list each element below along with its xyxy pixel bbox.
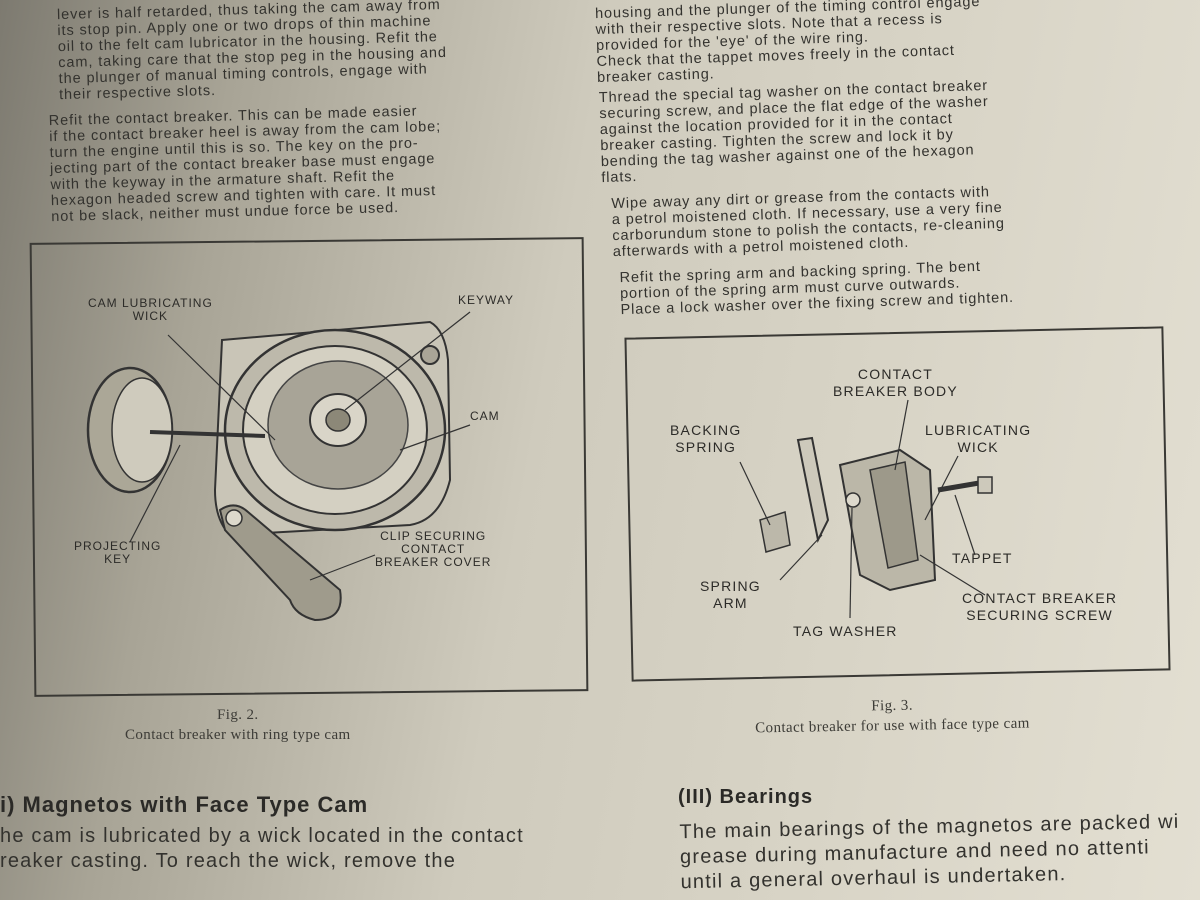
text-line: reaker casting. To reach the wick, remov… <box>0 850 457 872</box>
text-line: he cam is lubricated by a wick located i… <box>0 825 524 847</box>
label-contact-breaker-body: CONTACT BREAKER BODY <box>833 366 958 399</box>
section-heading-face-type-cam: i) Magnetos with Face Type Cam <box>0 792 369 817</box>
label-cam-lubricating-wick: CAM LUBRICATING WICK <box>88 296 213 323</box>
label-projecting-key: PROJECTING KEY <box>74 539 162 566</box>
cover-screw <box>149 430 266 438</box>
keyway-hole <box>420 345 440 365</box>
label-cam: CAM <box>470 409 500 423</box>
clip-arm <box>218 504 342 622</box>
label-clip-securing: CLIP SECURING CONTACT BREAKER COVER <box>375 529 492 569</box>
figure-2-caption: Fig. 2. Contact breaker with ring type c… <box>125 707 351 743</box>
figure-3-caption: Fig. 3. Contact breaker for use with fac… <box>755 697 1030 737</box>
section-heading-bearings: (III) Bearings <box>678 786 814 808</box>
label-keyway: KEYWAY <box>458 293 515 307</box>
label-backing-spring: BACKING SPRING <box>670 422 742 455</box>
backing-spring <box>759 511 791 553</box>
tappet-shape <box>937 479 986 493</box>
label-lubricating-wick: LUBRICATING WICK <box>925 422 1032 455</box>
label-tappet: TAPPET <box>952 550 1013 566</box>
label-spring-arm: SPRING ARM <box>700 578 761 611</box>
label-securing-screw: CONTACT BREAKER SECURING SCREW <box>962 590 1118 623</box>
section-text-bearings: The main bearings of the magnetos are pa… <box>679 810 1180 895</box>
spring-arm <box>796 436 830 544</box>
label-tag-washer: TAG WASHER <box>793 623 898 639</box>
section-text-face-type-cam: he cam is lubricated by a wick located i… <box>0 824 524 874</box>
tag-washer-shape <box>845 492 861 508</box>
